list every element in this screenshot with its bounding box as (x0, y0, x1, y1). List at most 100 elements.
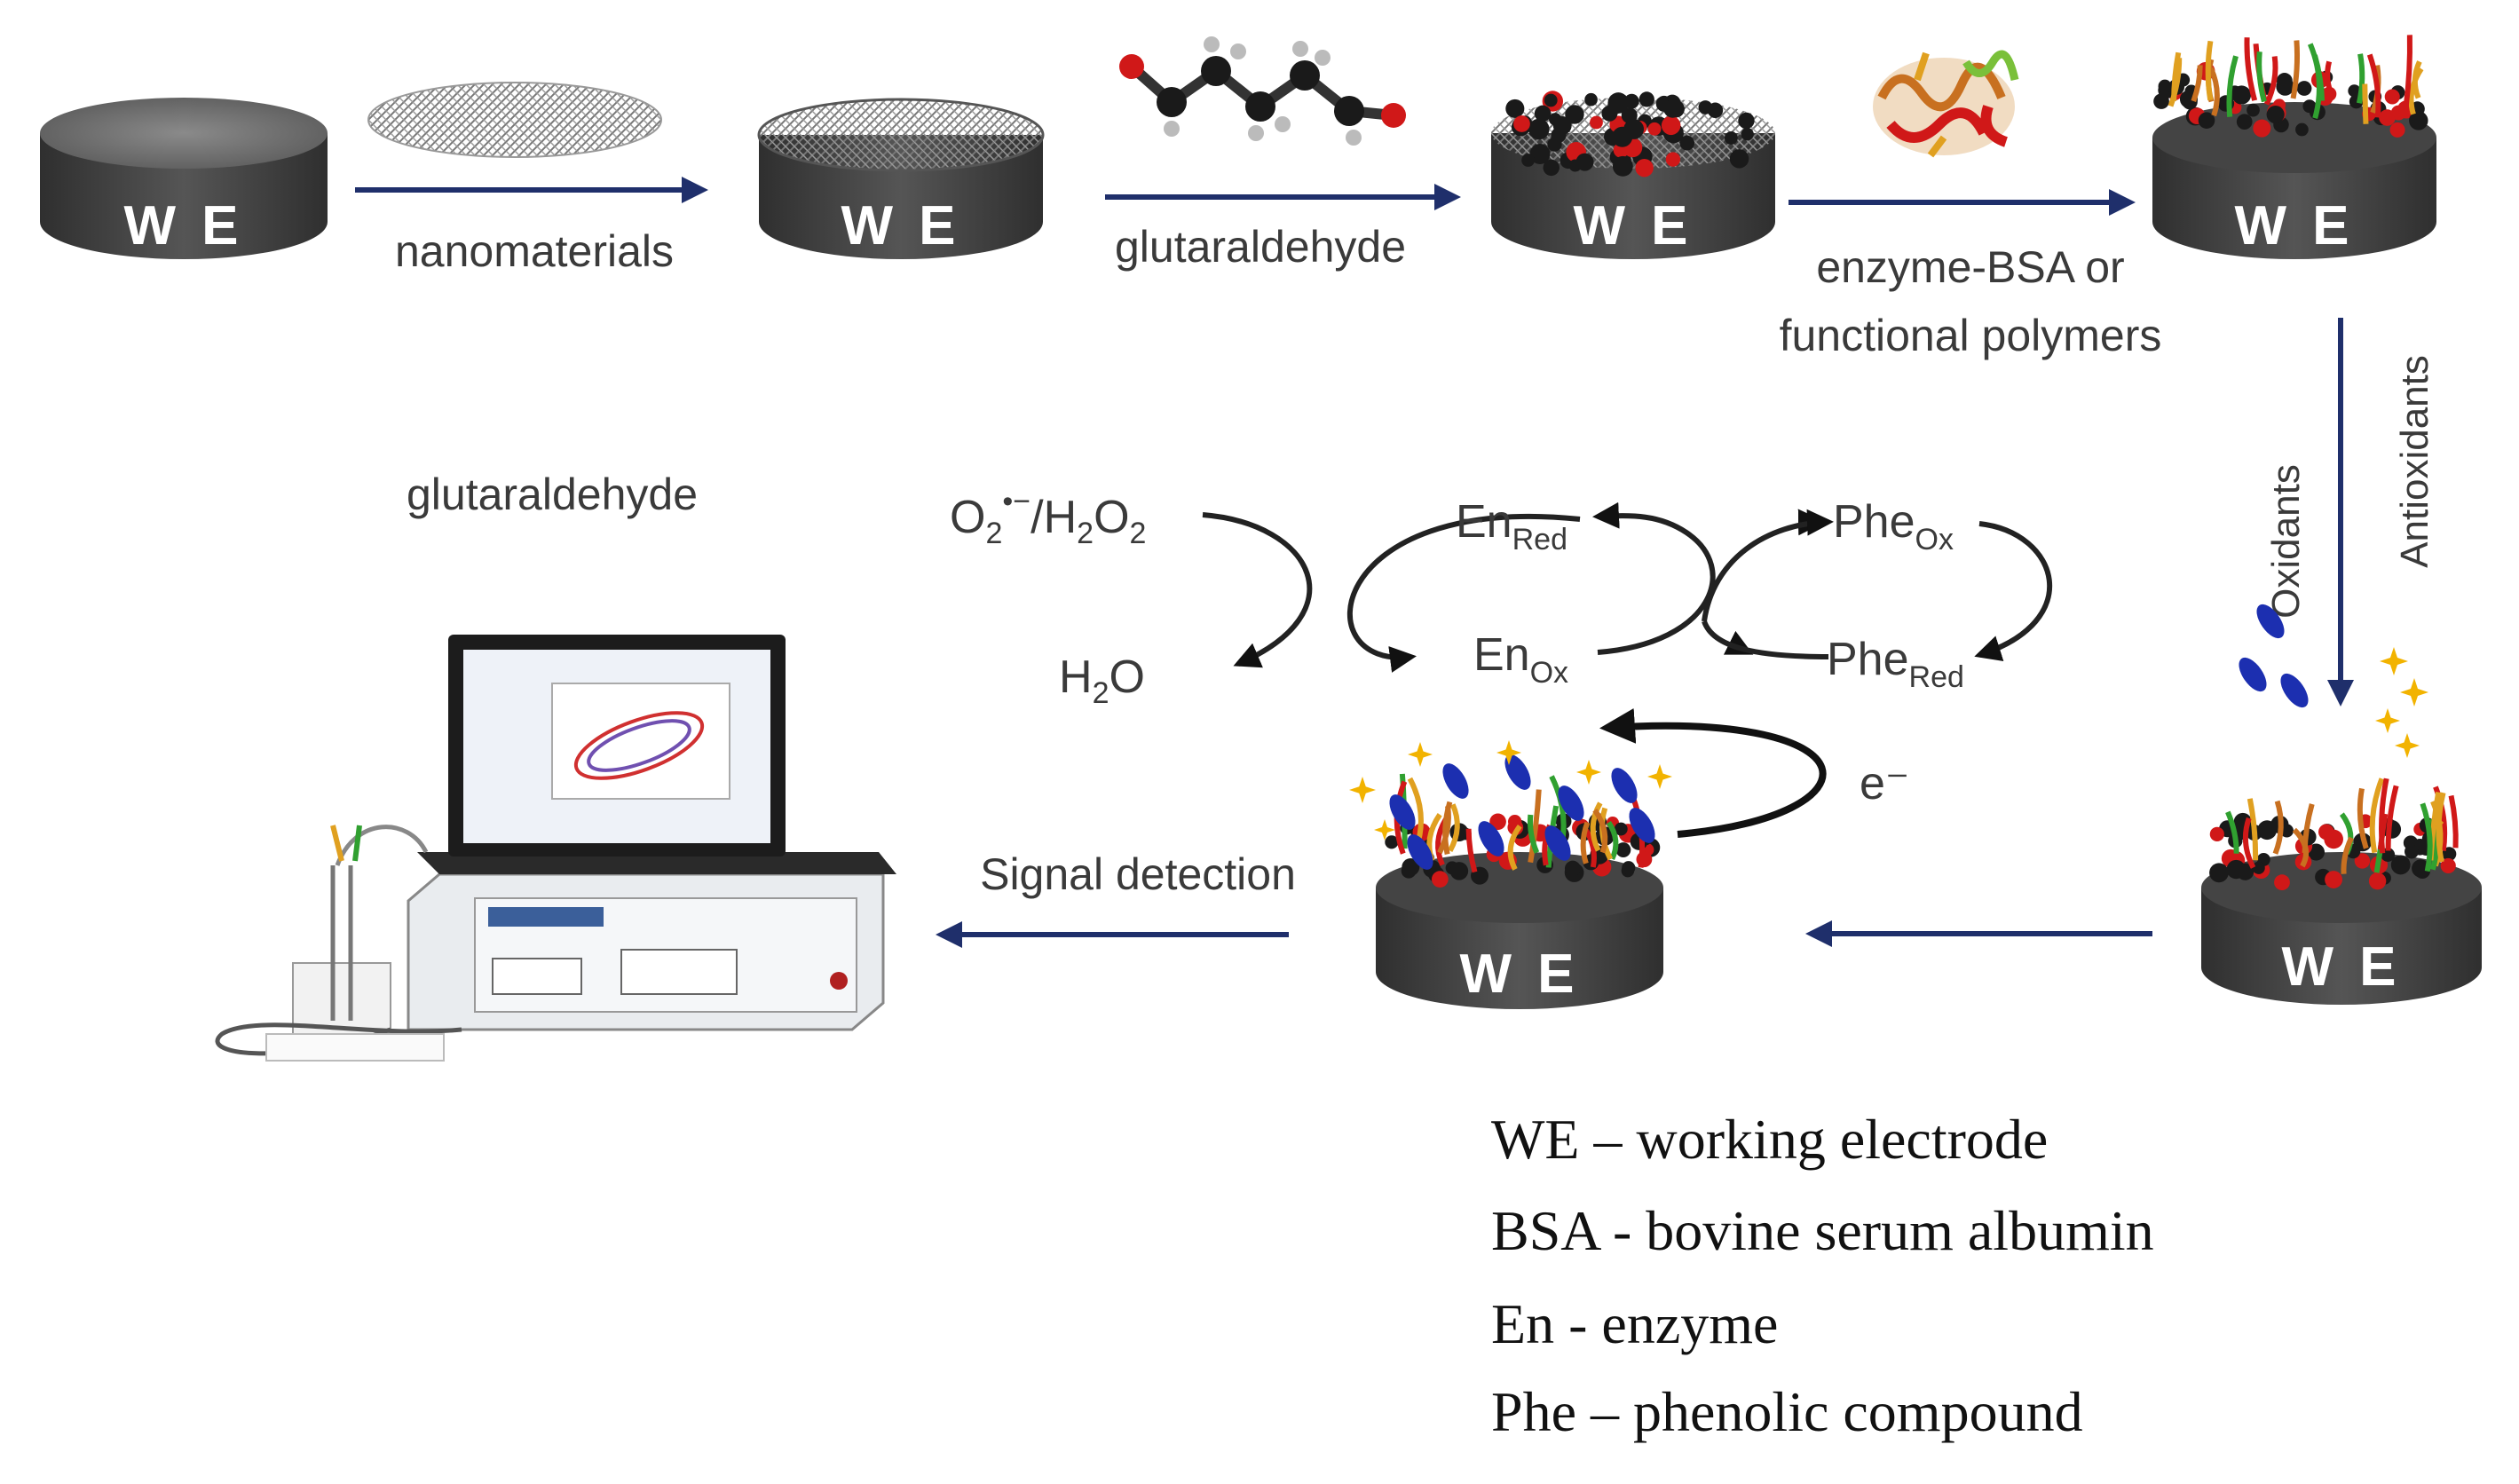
atom-dot (2318, 824, 2334, 841)
atom-dot (1489, 813, 1506, 831)
label-oxidants: Oxidants (2264, 464, 2308, 619)
atom-dot (1679, 135, 1695, 151)
protein-strand (1528, 789, 1542, 864)
electrode-label: W E (1573, 195, 1693, 257)
legend-item: WE – working electrode (1491, 1108, 2048, 1171)
label-left-glutaraldehyde: glutaraldehyde (407, 470, 698, 519)
atom-dot (2266, 105, 2285, 124)
protein-strand (1437, 805, 1451, 855)
atom-dot (2276, 77, 2294, 96)
label-glutaraldehyde: glutaraldehyde (1115, 222, 1406, 272)
protein-strand (2357, 787, 2369, 849)
antioxidant-molecule (1544, 825, 1571, 861)
legend-item: Phe – phenolic compound (1491, 1380, 2083, 1443)
antioxidant-molecule (1611, 768, 1638, 803)
atom-dot (1663, 99, 1682, 118)
protein-strand (1528, 814, 1540, 854)
label-water: H2O (1059, 651, 1145, 710)
label-electron: e⁻ (1860, 758, 1909, 809)
atom-dot (1622, 861, 1636, 875)
label-superoxide-peroxide: O2•−/H2O2 (950, 485, 1146, 550)
atom-dot (2440, 857, 2456, 874)
label-phe-ox: PheOx (1833, 496, 1954, 556)
oxidant-sparkle (1349, 777, 1376, 803)
atom-dot (1612, 126, 1633, 147)
protein-strand (1606, 821, 1619, 861)
atom-dot (2198, 112, 2215, 130)
protein-strand (2412, 60, 2422, 99)
atom-dot (1505, 99, 1525, 118)
atom-dot (2404, 844, 2419, 859)
protein-strand (2242, 817, 2256, 869)
atom-dot (1724, 131, 1738, 145)
atom-dot (1529, 143, 1551, 164)
atom-dot (1385, 835, 1399, 849)
atom-dot (2247, 103, 2260, 117)
atom-dot (1449, 862, 1469, 880)
electrode-label: W E (123, 195, 243, 257)
atom-dot (2348, 84, 2361, 98)
label-signal-detection: Signal detection (980, 849, 1296, 899)
antioxidant-molecule (1442, 763, 1469, 799)
redox-cycle (1202, 501, 2053, 673)
atom-dot (1401, 863, 1417, 879)
atom-dot (1738, 112, 1755, 130)
antioxidant-molecule (1504, 754, 1531, 790)
protein-strand (2436, 792, 2446, 863)
oxidant-sparkle (1647, 764, 1672, 789)
oxidant-sparkles-icon (2375, 647, 2428, 758)
atom-dot (1647, 122, 1662, 136)
protein-strand (2420, 802, 2433, 872)
electrode-nanomaterial: W E (757, 98, 1045, 259)
atom-dot (1528, 118, 1550, 140)
glutaraldehyde-molecule-icon (1119, 36, 1406, 146)
nanomaterial-sheet-icon (367, 82, 662, 158)
atom-dot (2257, 820, 2278, 841)
protein-strand (1592, 809, 1608, 854)
atom-dot (1513, 115, 1530, 132)
protein-strand (2325, 60, 2335, 99)
atom-dot (1575, 153, 1594, 171)
atom-dot (1590, 115, 1603, 130)
label-functional-polymers: functional polymers (1780, 311, 2162, 360)
protein-strand (2272, 800, 2284, 855)
potentiostat-laptop-icon (215, 635, 896, 1062)
oxidant-sparkle (2395, 733, 2420, 758)
electrode-label: W E (2281, 936, 2401, 998)
antioxidant-molecule (1407, 834, 1433, 870)
oxidant-sparkle (1408, 742, 1433, 767)
protein-strand (2385, 785, 2399, 851)
protein-strand (2369, 778, 2385, 854)
atom-dot (2389, 122, 2405, 138)
electrode-signal: W E (1376, 754, 1663, 1009)
antioxidant-molecules-icon (2239, 604, 2309, 708)
label-nanomaterials: nanomaterials (395, 226, 674, 276)
atom-dot (2409, 111, 2428, 130)
protein-strand (2379, 778, 2389, 854)
atom-dot (1729, 149, 1749, 169)
oxidant-sparkle (2400, 678, 2428, 706)
atom-dot (2231, 85, 2252, 105)
oxidant-sparkles-icon (1349, 740, 1672, 841)
atom-dot (1565, 105, 1584, 124)
electrode-after-exposure: W E (2201, 778, 2482, 1005)
atom-dot (1521, 154, 1536, 167)
atom-dot (1612, 155, 1633, 177)
atom-dot (1534, 105, 1552, 122)
atom-dot (1564, 860, 1581, 877)
label-enzyme-bsa: enzyme-BSA or (1816, 242, 2124, 292)
protein-strand (1448, 803, 1460, 853)
atom-dot (1549, 113, 1562, 126)
oxidant-sparkle (1496, 740, 1521, 765)
label-en-red: EnRed (1456, 496, 1567, 556)
protein-strand (2205, 40, 2214, 101)
protein-strand (2403, 35, 2413, 107)
legend-item: BSA - bovine serum albumin (1491, 1199, 2154, 1262)
atom-dot (2295, 122, 2309, 137)
atom-dot (2252, 861, 2265, 874)
label-phe-red: PheRed (1827, 634, 1964, 694)
atom-dot (1639, 91, 1654, 107)
protein-strand (2208, 67, 2220, 117)
antioxidant-molecule (1558, 785, 1584, 821)
protein-strand (2290, 40, 2301, 99)
